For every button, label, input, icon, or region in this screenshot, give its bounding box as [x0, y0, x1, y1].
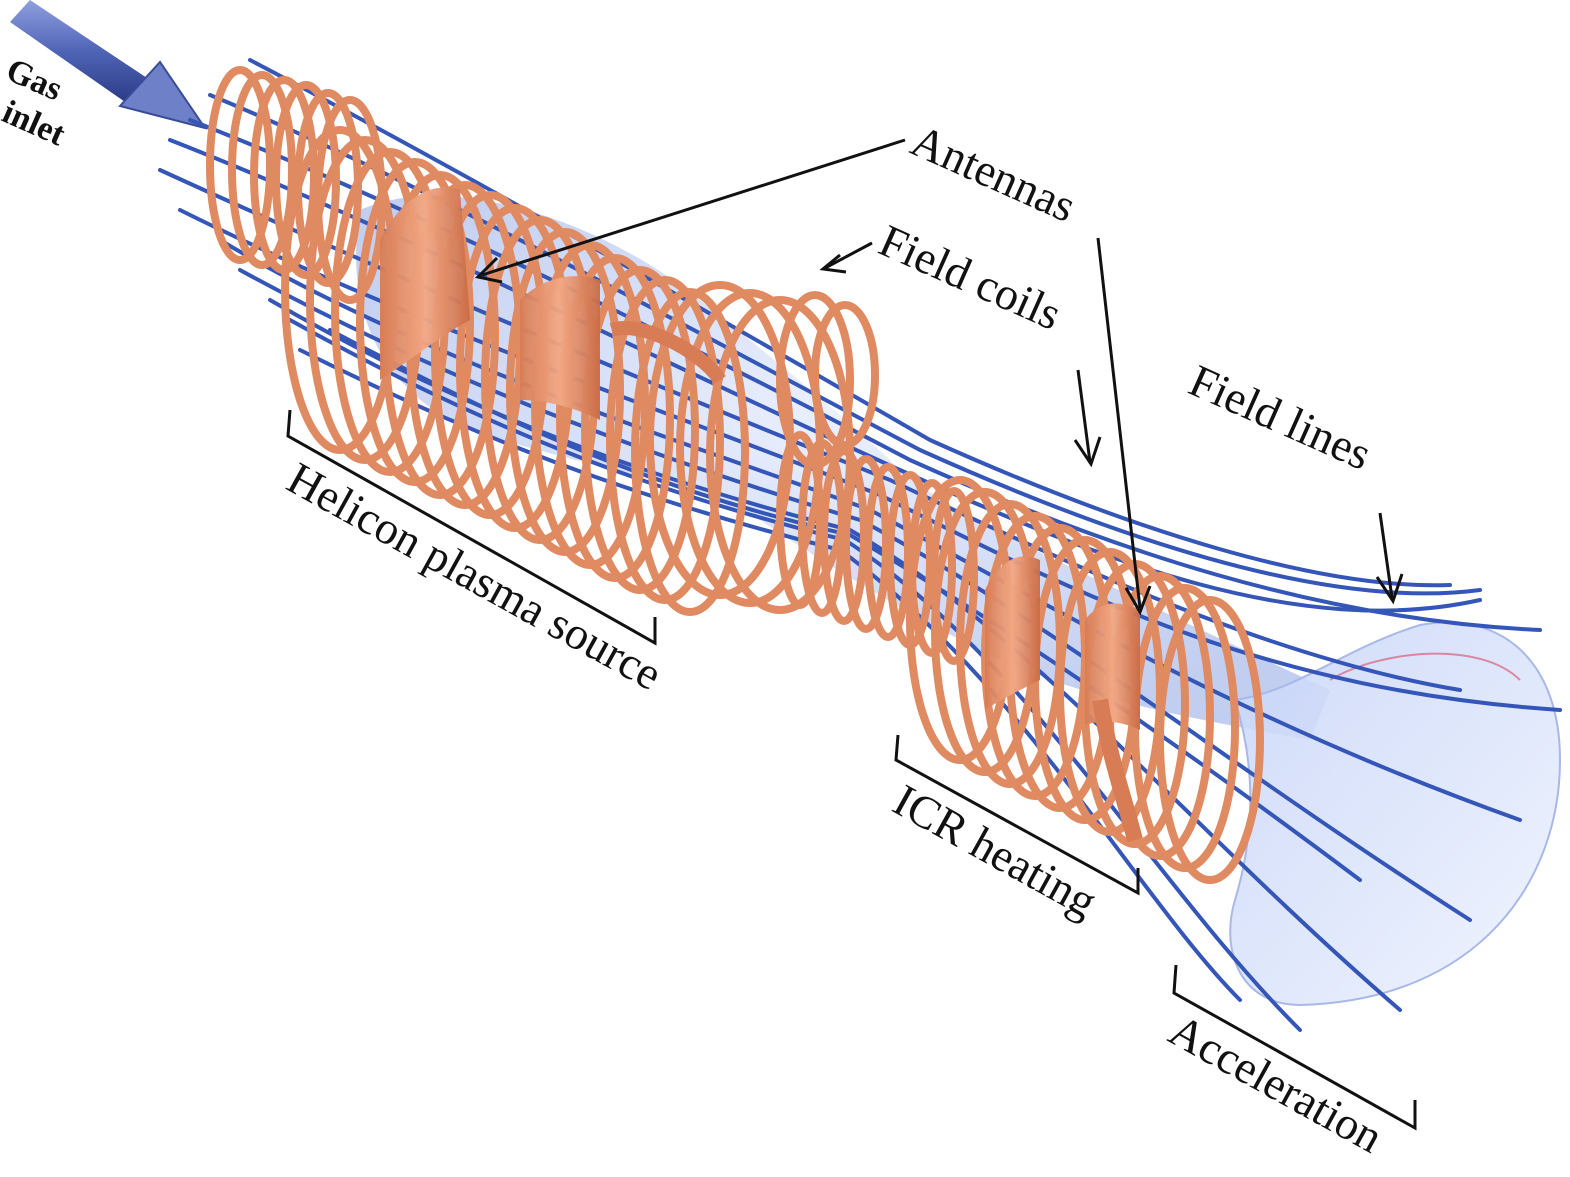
acceleration-bracket	[1172, 964, 1417, 1131]
icr-antenna	[985, 556, 1143, 842]
helicon-source-bracket	[286, 409, 657, 646]
field-coils-pointer-left-head	[819, 253, 847, 274]
gas-inlet-arrow	[10, 0, 208, 130]
pointer-arrows	[474, 138, 1404, 616]
helicon-antenna	[380, 187, 726, 420]
label-acceleration: Acceleration	[1161, 1004, 1391, 1163]
field-coils-pointer-right-head	[1073, 436, 1102, 468]
throat-field-coils	[776, 431, 978, 665]
label-icr-heating: ICR heating	[885, 774, 1105, 927]
antenna-pointer-left	[481, 138, 906, 277]
label-field-coils: Field coils	[872, 215, 1069, 340]
icr-heating-bracket	[894, 734, 1140, 896]
magnetic-nozzle	[1229, 621, 1562, 1007]
antenna-pointer-right	[1096, 237, 1142, 609]
label-antennas: Antennas	[904, 115, 1083, 232]
field-coils-pointer-left	[824, 241, 873, 270]
field-lines-pointer	[1378, 512, 1394, 599]
antenna-pointer-right-head	[1124, 585, 1152, 616]
field-coils-pointer-right	[1076, 369, 1092, 463]
label-inlet: inlet	[0, 94, 71, 154]
field-lines-pointer-head	[1375, 573, 1404, 605]
antenna-pointer-left-head	[474, 256, 503, 284]
label-field-lines: Field lines	[1182, 355, 1379, 480]
